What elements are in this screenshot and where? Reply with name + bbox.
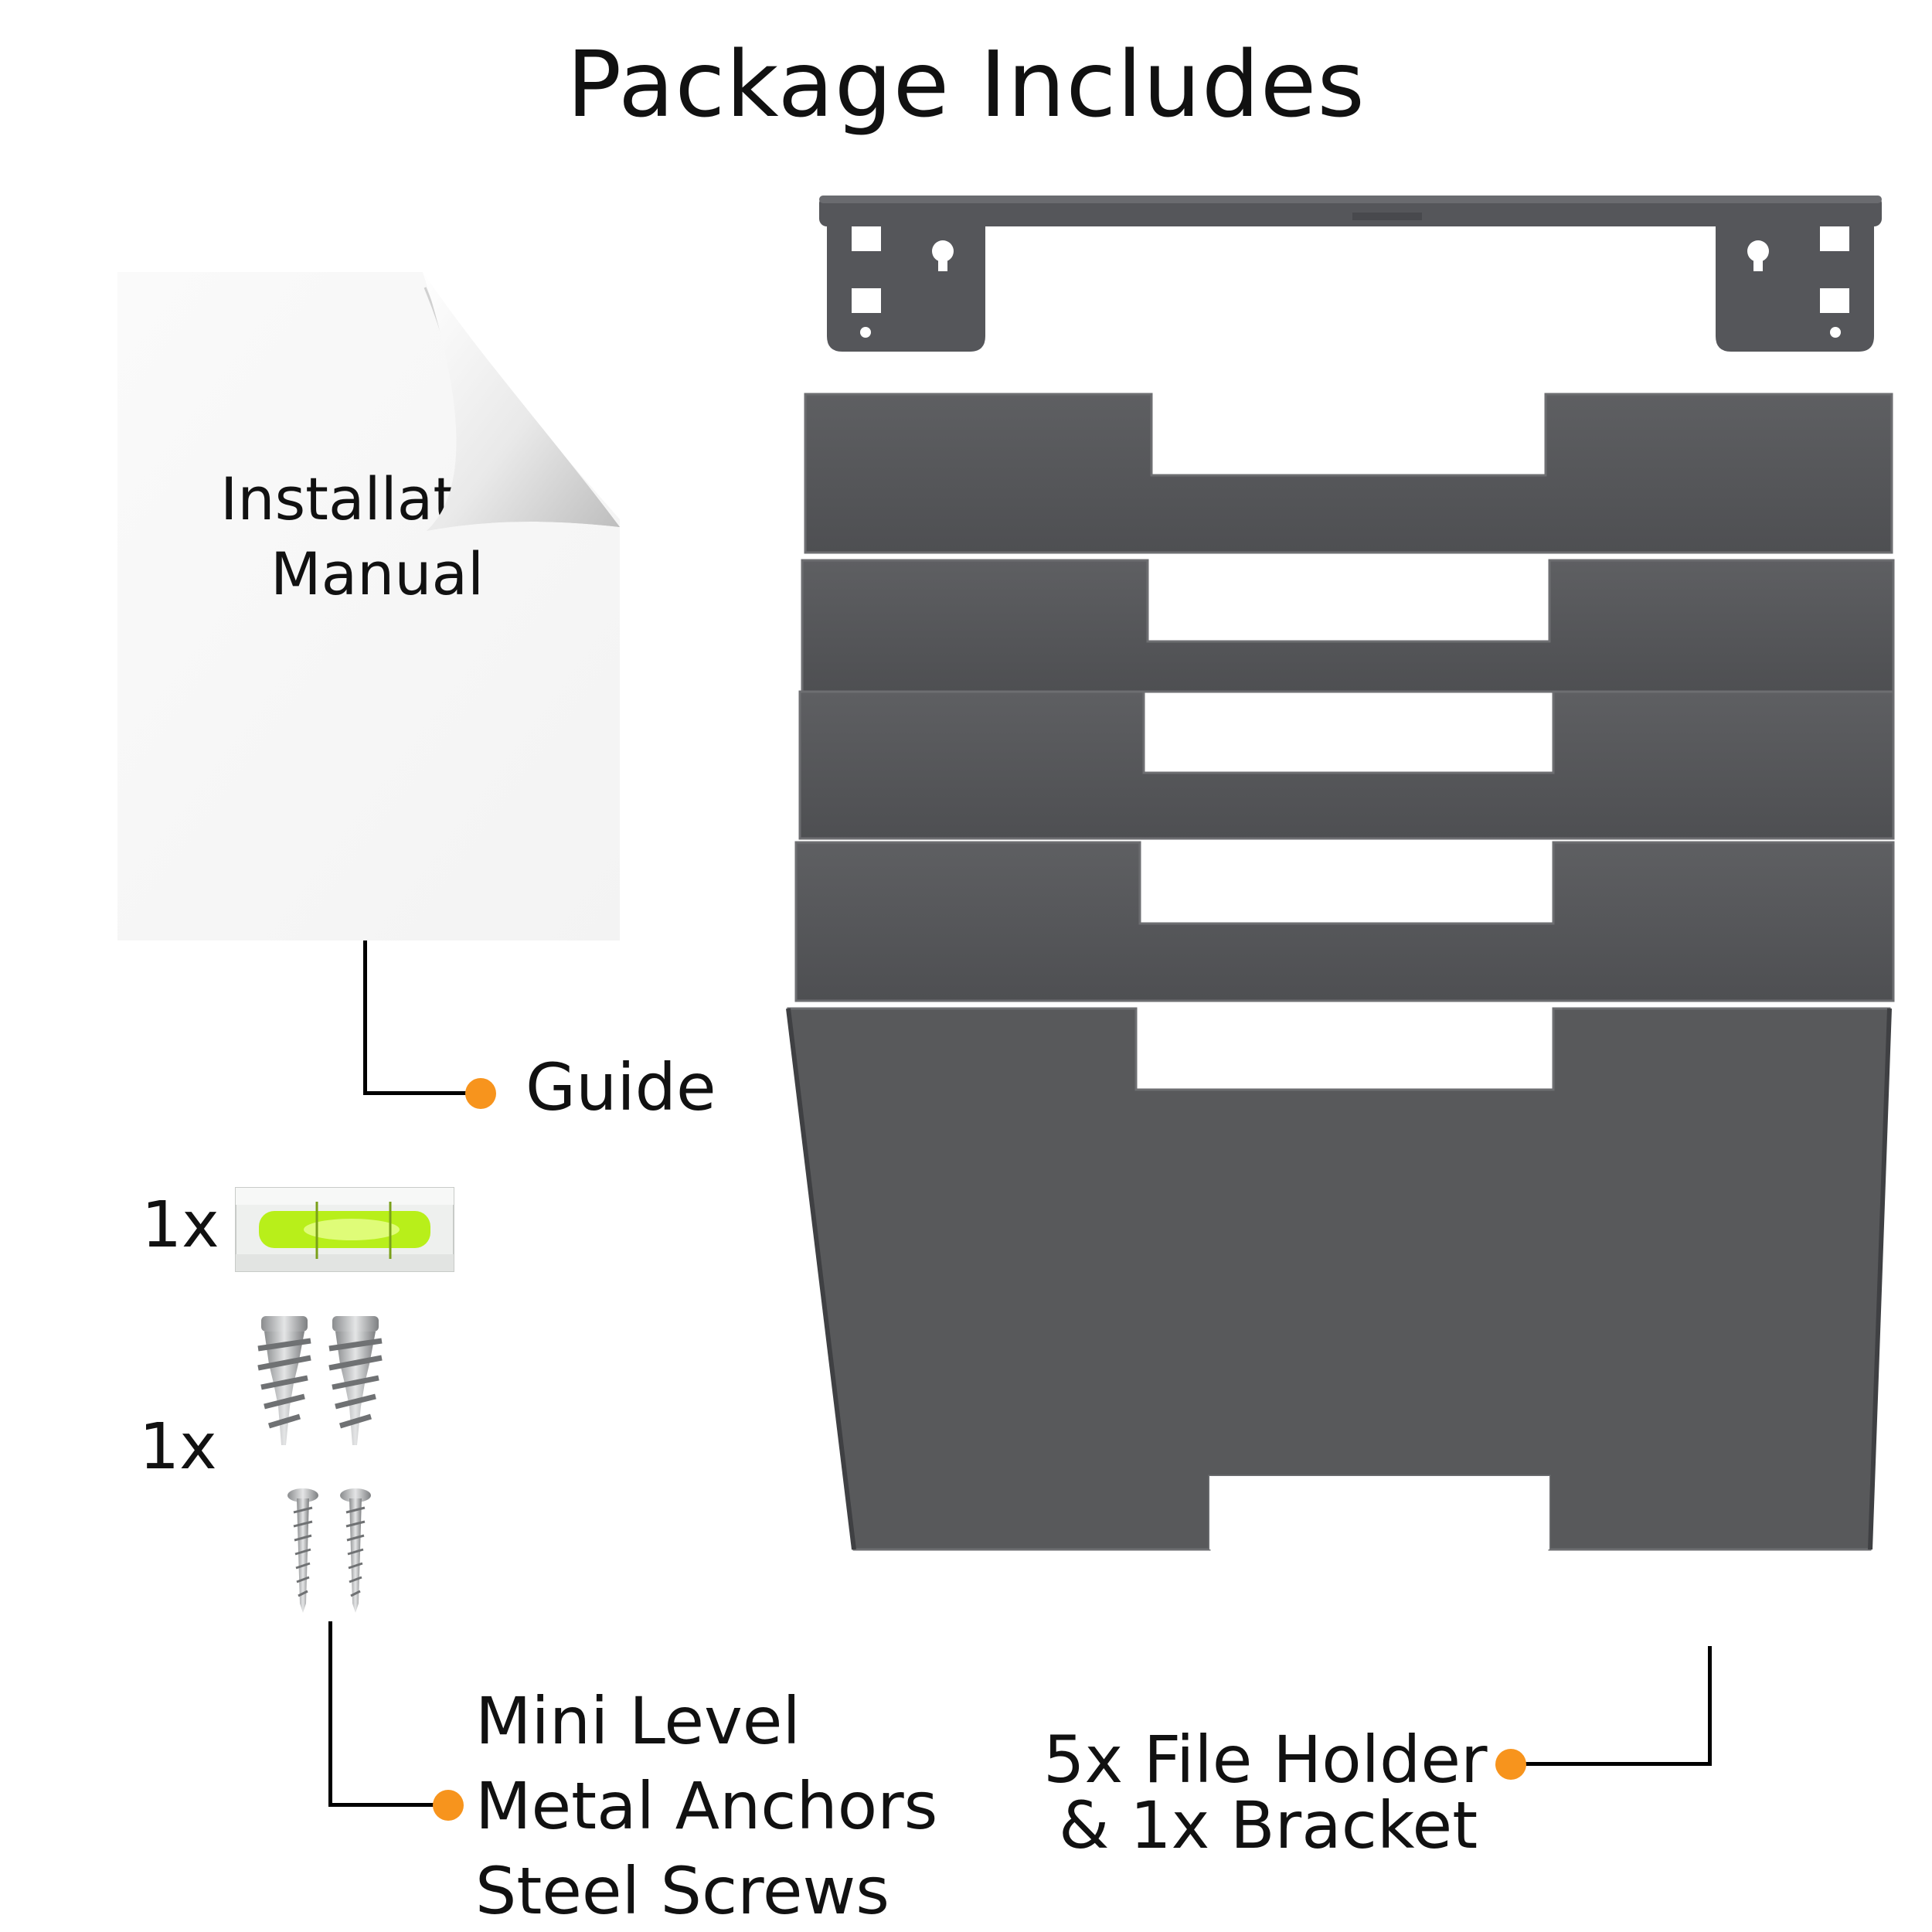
manual-title-line2: Manual: [270, 539, 485, 608]
file-holder-stack-icon: [786, 393, 1895, 1551]
holder-label-line2: & 1x Bracket: [1059, 1787, 1478, 1863]
wall-bracket-image: [819, 189, 1882, 359]
holder-connector-vertical: [1708, 1646, 1712, 1766]
guide-bullet-icon: [465, 1078, 496, 1109]
bracket-icon: [819, 196, 1882, 352]
hardware-connector-vertical: [328, 1621, 332, 1807]
guide-connector-horizontal: [363, 1091, 468, 1095]
fastener-quantity: 1x: [139, 1410, 217, 1484]
hardware-label-steel-screws: Steel Screws: [475, 1853, 889, 1929]
level-quantity: 1x: [141, 1189, 219, 1262]
hardware-label-mini-level: Mini Level: [475, 1683, 801, 1759]
hardware-label-metal-anchors: Metal Anchors: [475, 1768, 938, 1844]
guide-label: Guide: [526, 1049, 716, 1125]
anchors-and-screws-image: [247, 1310, 402, 1619]
manual-title-line1: Installat: [220, 464, 457, 533]
guide-connector-vertical: [363, 940, 367, 1095]
page-curl-overlay: [423, 272, 620, 531]
holder-label-line1: 5x File Holder: [1043, 1722, 1488, 1798]
spirit-level-icon: [235, 1187, 454, 1272]
mini-level-image: [235, 1187, 454, 1272]
page-title: Package Includes: [566, 31, 1366, 138]
installation-manual-image: Installat Manual: [117, 272, 620, 940]
holder-bullet-icon: [1495, 1749, 1526, 1780]
file-holders-image: [786, 390, 1901, 1551]
hardware-connector-horizontal: [328, 1803, 440, 1807]
holder-connector-horizontal: [1515, 1762, 1712, 1766]
hardware-bullet-icon: [433, 1790, 464, 1821]
anchor-screw-icon: [257, 1316, 383, 1613]
